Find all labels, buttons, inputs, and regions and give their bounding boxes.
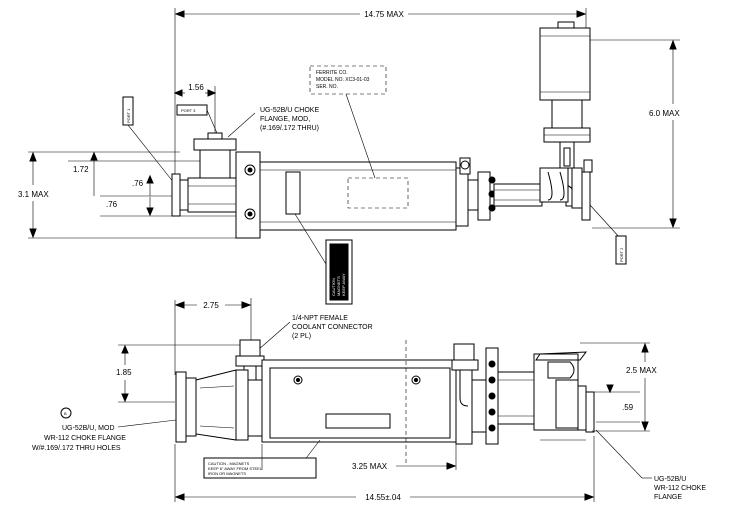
overall-width-dimension-top: 14.75 MAX <box>174 8 587 175</box>
bottom-view: 2.75 1/4-NPT FEMALE COOLANT CONNECTOR (2… <box>32 298 706 502</box>
caution-line3: IRON OR MAGNETS <box>208 471 246 476</box>
caution-v-line3: KEEP AWAY <box>341 273 346 296</box>
dim-059-label: .59 <box>622 403 634 412</box>
choke-top-line2: FLANGE, MOD, <box>260 116 310 123</box>
port3-offset-label: 1.56 <box>188 83 204 92</box>
dim-076a-label: .76 <box>132 179 144 188</box>
choke-left-line2: WR-112 CHOKE FLANGE <box>44 435 126 442</box>
dim-076-upper: .76 <box>100 174 240 197</box>
port2-end-flange <box>581 171 591 221</box>
caution-line1: CAUTION - MAGNETS <box>208 461 250 466</box>
nameplate-line1: FERRITE CO. <box>316 70 348 76</box>
dim-25: 2.5 MAX <box>580 342 657 432</box>
caution-vertical-label: CAUTION MAGNETS KEEP AWAY <box>294 213 353 305</box>
choke-right-line2: WR-112 CHOKE <box>654 485 706 492</box>
choke-flange-top-note: UG-52B/U CHOKE FLANGE, MOD, (#.169/.172 … <box>227 107 319 138</box>
choke-right-line3: FLANGE <box>654 494 682 501</box>
dim-059: .59 <box>594 384 640 423</box>
port1-text: PORT 1 <box>126 108 131 123</box>
port2-flange-top <box>477 171 491 221</box>
top-view: 14.75 MAX 1.56 3.1 MAX 1.72 <box>18 8 680 305</box>
left-height-label: 3.1 MAX <box>18 190 49 199</box>
nameplate: FERRITE CO. MODEL NO. XC3-01-03 SER. NO. <box>309 65 387 179</box>
caution-label: CAUTION - MAGNETS KEEP 6" AWAY FROM STEE… <box>203 439 321 479</box>
coolant-connector-note: 1/4-NPT FEMALE COOLANT CONNECTOR (2 PL) <box>257 315 373 351</box>
right-choke-note: UG-52B/U WR-112 CHOKE FLANGE <box>595 429 706 501</box>
dim-275-label: 2.75 <box>203 301 219 310</box>
nameplate-line3: SER. NO. <box>316 84 338 90</box>
left-height-dimension: 3.1 MAX <box>18 151 255 239</box>
left-choke-note: B UG-52B/U, MOD WR-112 CHOKE FLANGE W/#.… <box>32 407 177 452</box>
dim-076b-label: .76 <box>106 200 118 209</box>
choke-left-line3: W/#.169/.172 THRU HOLES <box>32 445 121 452</box>
coolant-line1: 1/4-NPT FEMALE <box>292 315 348 322</box>
dim-25-label: 2.5 MAX <box>626 366 657 375</box>
caution-label-top <box>285 171 301 215</box>
port2-waveguide <box>493 183 543 207</box>
symbol-b: B <box>64 411 67 416</box>
choke-top-line3: (#.169/.172 THRU) <box>260 125 319 132</box>
dim-076-lower: .76 <box>100 197 240 217</box>
right-height-dimension: 6.0 MAX <box>590 39 680 229</box>
port2-label: PORT 2 <box>589 204 627 265</box>
overall-width-bottom-label: 14.55±.04 <box>365 493 401 502</box>
port3-waveguide <box>199 149 231 179</box>
choke-left-line1: UG-52B/U, MOD <box>62 425 115 432</box>
dim-185-label: 1.85 <box>116 368 132 377</box>
port2-text: PORT 2 <box>619 247 624 262</box>
port3-flange <box>193 138 237 151</box>
nameplate-location <box>347 177 409 209</box>
port3-offset-dimension: 1.56 <box>173 83 217 140</box>
coolant-line2: COOLANT CONNECTOR <box>292 324 373 331</box>
choke-right-line1: UG-52B/U <box>654 476 686 483</box>
right-choke-flange <box>585 391 595 433</box>
left-choke-flange <box>175 371 187 443</box>
port1-label: PORT 1 <box>122 96 179 189</box>
caution-plate-bottom <box>325 413 391 429</box>
overall-width-dimension-bottom: 14.55±.04 <box>174 436 595 502</box>
nameplate-line2: MODEL NO. XC3-01-03 <box>316 77 370 83</box>
overall-width-top-label: 14.75 MAX <box>364 10 404 19</box>
right-height-label: 6.0 MAX <box>649 109 680 118</box>
port1-flange <box>171 173 181 217</box>
dim-185: 1.85 <box>116 344 250 403</box>
dim-325-label: 3.25 MAX <box>352 462 388 471</box>
coolant-line3: (2 PL) <box>292 333 311 340</box>
caution-v-line2: MAGNETS <box>336 276 341 296</box>
port3-text: PORT 3 <box>181 108 196 113</box>
dim-172-label: 1.72 <box>73 165 89 174</box>
left-end-plate <box>235 151 261 239</box>
right-end-block <box>455 167 469 227</box>
caution-line2: KEEP 6" AWAY FROM STEEL <box>208 466 263 471</box>
dim-172: 1.72 <box>68 151 200 196</box>
dim-325: 3.25 MAX <box>261 444 457 471</box>
dim-275: 2.75 <box>174 298 252 375</box>
water-load <box>539 21 591 169</box>
port1-waveguide <box>187 177 237 213</box>
caution-v-line1: CAUTION <box>331 278 336 296</box>
choke-top-line1: UG-52B/U CHOKE <box>260 107 319 114</box>
